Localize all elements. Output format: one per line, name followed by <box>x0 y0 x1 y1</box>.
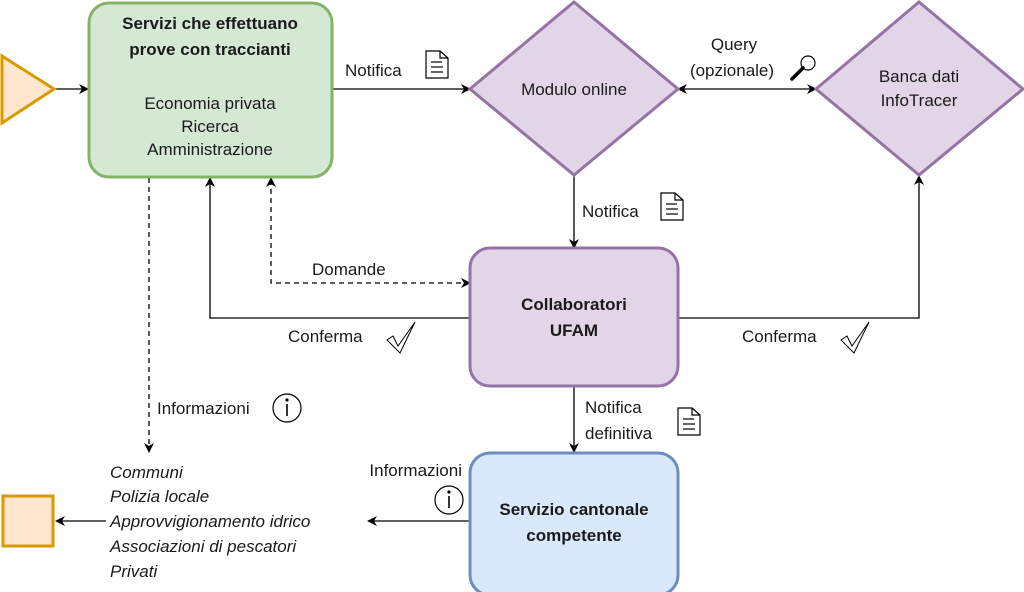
recipient-item: Approvvigionamento idrico <box>109 512 310 531</box>
node-modulo-online[interactable]: Modulo online <box>467 0 681 177</box>
checkmark-icon <box>840 321 870 354</box>
node-servizio-cantonale[interactable]: Servizio cantonale competente <box>468 451 680 592</box>
recipients-list: Communi Polizia locale Approvvigionament… <box>109 463 310 581</box>
node-banca-dati[interactable]: Banca dati InfoTracer <box>813 0 1024 177</box>
servizi-item: Amministrazione <box>147 140 273 159</box>
label-notifica-definitiva-2: definitiva <box>585 424 653 443</box>
edge-conferma-to-servizi <box>205 177 470 319</box>
edge-conferma-to-banca <box>678 175 924 319</box>
banca-line2: InfoTracer <box>881 91 958 110</box>
label-notifica-top: Notifica <box>345 61 402 80</box>
recipient-item: Polizia locale <box>110 487 209 506</box>
cantonale-line1: Servizio cantonale <box>499 500 648 519</box>
info-icon <box>272 393 302 423</box>
recipient-item: Privati <box>110 562 158 581</box>
servizi-item: Ricerca <box>181 117 239 136</box>
servizi-item: Economia privata <box>144 94 276 113</box>
end-square <box>1 494 55 548</box>
servizi-title-line2: prove con traccianti <box>129 40 291 59</box>
label-query: Query <box>711 35 758 54</box>
servizi-title-line1: Servizi che effettuano <box>122 14 298 33</box>
label-query-optional: (opzionale) <box>690 61 774 80</box>
edge-domande <box>266 177 471 288</box>
cantonale-line2: competente <box>526 526 621 545</box>
document-icon <box>660 192 684 221</box>
label-conferma-left: Conferma <box>288 327 363 346</box>
recipient-item: Communi <box>110 463 184 482</box>
label-informazioni-bottom: Informazioni <box>369 461 462 480</box>
banca-line1: Banca dati <box>879 67 959 86</box>
node-collaboratori-ufam[interactable]: Collaboratori UFAM <box>468 246 680 388</box>
info-icon <box>434 485 464 515</box>
modulo-label: Modulo online <box>521 80 627 99</box>
label-informazioni-left: Informazioni <box>157 399 250 418</box>
magnifier-icon <box>790 55 816 81</box>
document-icon <box>425 50 449 79</box>
recipient-item: Associazioni di pescatori <box>109 537 297 556</box>
checkmark-icon <box>386 321 416 354</box>
label-domande: Domande <box>312 260 386 279</box>
node-servizi[interactable]: Servizi che effettuano prove con traccia… <box>87 1 334 179</box>
label-notifica-mid: Notifica <box>582 202 639 221</box>
document-icon <box>677 407 701 436</box>
label-conferma-right: Conferma <box>742 327 817 346</box>
start-triangle <box>0 53 57 126</box>
collaboratori-line2: UFAM <box>550 321 598 340</box>
label-notifica-definitiva-1: Notifica <box>585 398 642 417</box>
collaboratori-line1: Collaboratori <box>521 295 627 314</box>
